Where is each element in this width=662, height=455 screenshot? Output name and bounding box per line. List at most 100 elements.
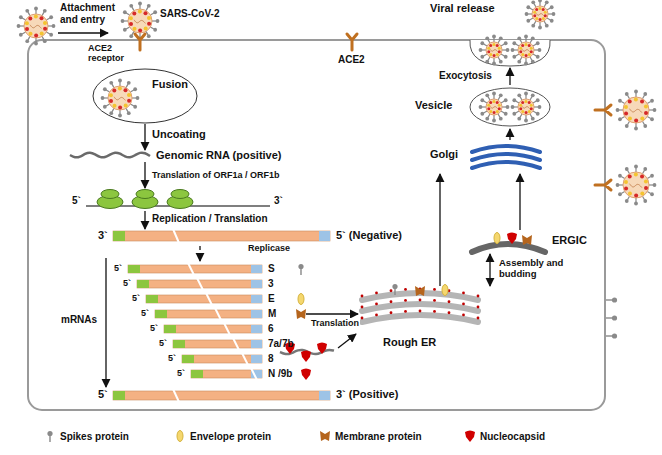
- subgenomic-mrna: [137, 278, 262, 290]
- illustration-part: [128, 9, 152, 33]
- illustration-part: [624, 186, 628, 190]
- illustration-part: [118, 114, 122, 118]
- mrna-bar: 5`6: [150, 323, 306, 336]
- illustration-part: [520, 40, 522, 43]
- illustration-part: [634, 127, 638, 131]
- illustration-part: [533, 54, 536, 56]
- illustration-part: [628, 121, 630, 124]
- illustration-part: [484, 44, 487, 46]
- illustration-part: [538, 26, 542, 30]
- illustration-part: [118, 87, 122, 91]
- illustration-part: [525, 38, 526, 42]
- illustration-part: [480, 41, 484, 45]
- edge-label: Exocytosis: [438, 70, 493, 82]
- illustration-part: [197, 278, 203, 290]
- illustration-part: [147, 22, 151, 26]
- illustration-part: [504, 55, 508, 59]
- ribosome-dot: [433, 310, 436, 313]
- illustration-part: [547, 18, 550, 20]
- node-label: 5`: [114, 263, 122, 273]
- ribosome-dot: [375, 314, 378, 317]
- illustration-part: [479, 48, 483, 52]
- illustration-part: [52, 24, 56, 28]
- illustration-part: [624, 105, 628, 109]
- ribosome-dot: [462, 292, 465, 295]
- legend-entry: Envelope protein: [190, 431, 271, 442]
- illustration-part: [538, 48, 542, 52]
- illustration-part: [501, 54, 504, 56]
- illustration-part: [518, 42, 534, 58]
- legend-entry: Nucleocapsid: [480, 431, 545, 442]
- illustration-part: [531, 117, 535, 121]
- illustration-part: [139, 5, 140, 9]
- release-vesicle: Viral release: [430, 2, 560, 68]
- illustration-part: [533, 101, 536, 103]
- subgenomic-mrna: [191, 368, 262, 380]
- illustration-part: [501, 44, 504, 46]
- illustration-part: [514, 49, 518, 50]
- spike-protein-icon: [392, 284, 397, 295]
- illustration-part: [511, 105, 515, 109]
- illustration-part: [634, 165, 638, 169]
- illustration-part: [109, 99, 113, 103]
- illustration-part: [643, 199, 647, 203]
- illustration-part: [138, 2, 142, 6]
- node-label: 6: [268, 323, 274, 335]
- illustration-part: [644, 111, 648, 115]
- illustration-part: [526, 5, 530, 9]
- illustration-part: [488, 97, 490, 100]
- illustration-part: [251, 295, 262, 303]
- illustration-part: [542, 17, 545, 20]
- ribosome-dot: [375, 292, 378, 295]
- illustration-part: [539, 2, 540, 6]
- ace2-receptor: [595, 180, 611, 190]
- virus-particle: [525, 0, 556, 29]
- virus-particle: [511, 35, 542, 66]
- illustration-part: [488, 40, 490, 43]
- illustration-part: [650, 99, 654, 103]
- illustration-part: [484, 111, 487, 113]
- illustration-part: [493, 115, 494, 119]
- illustration-part: [544, 21, 546, 24]
- illustration-part: [521, 101, 524, 104]
- illustration-part: [499, 117, 503, 121]
- illustration-part: [650, 117, 654, 121]
- illustration-part: [630, 109, 642, 113]
- subgenomic-mrna: [182, 353, 262, 365]
- illustration-part: [535, 17, 538, 20]
- illustration-part: [524, 62, 528, 66]
- illustration-part: [616, 108, 620, 112]
- illustration-part: [552, 12, 556, 16]
- membrane-protein-icon: [522, 235, 532, 245]
- annotation-label: Attachment and entry: [60, 2, 120, 25]
- node-label: 7a/7b: [268, 338, 294, 350]
- illustration-part: [534, 4, 536, 7]
- illustration-part: [531, 36, 535, 40]
- illustration-part: [644, 180, 648, 184]
- vesicle: Vesicle: [415, 85, 555, 129]
- flow-arrow: [144, 124, 145, 150]
- fusion-endosome: Fusion: [90, 68, 200, 124]
- membrane-protein-icon: [415, 286, 425, 296]
- illustration-part: [530, 50, 533, 53]
- virus-particle: [479, 35, 510, 66]
- virus-particle: [479, 92, 510, 123]
- golgi: Golgi: [430, 140, 545, 174]
- illustration-part: [524, 100, 527, 103]
- illustration-part: [498, 114, 500, 117]
- ace2-receptor: [347, 34, 357, 50]
- ace2-receptor: [135, 34, 145, 50]
- node-label: ERGIC: [552, 234, 587, 247]
- illustration-part: [544, 14, 547, 17]
- illustration-part: [133, 27, 137, 31]
- illustration-part: [635, 168, 636, 172]
- illustration-part: [135, 34, 145, 50]
- flow-arrow: [338, 334, 356, 348]
- illustration-part: [480, 112, 484, 116]
- illustration-part: [124, 20, 128, 21]
- illustration-part: [643, 167, 647, 171]
- illustration-part: [534, 49, 538, 50]
- annotation-label: Translation of ORF1a / ORF1b: [152, 170, 280, 180]
- node-label: Fusion: [152, 78, 188, 91]
- illustration-part: [498, 57, 500, 60]
